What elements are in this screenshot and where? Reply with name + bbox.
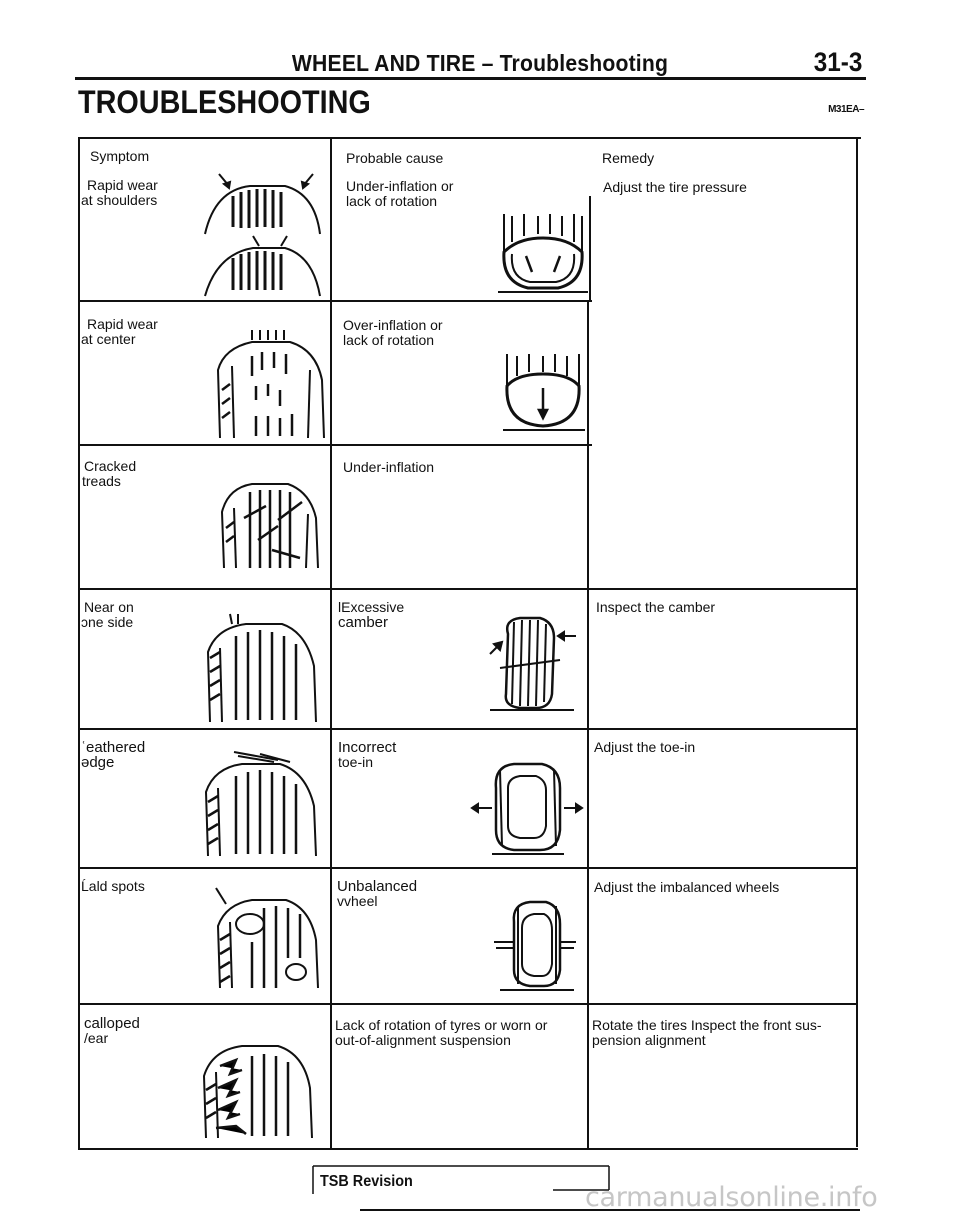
overinflated-tire-section-illustration	[503, 354, 585, 431]
cause-line: Over-inflation or	[343, 317, 443, 333]
row2-cause: Over-inflation or lack of rotation	[343, 318, 443, 348]
table-bottom-border	[78, 1148, 858, 1150]
symptom-line: ɔne side	[81, 614, 134, 630]
symptom-line: Rapid wear	[87, 316, 158, 332]
remedy-line: Adjust the imbalanced wheels	[594, 879, 780, 895]
remedy-line: Rotate the tires Inspect the front sus-	[592, 1017, 822, 1033]
cause-line: lack of rotation	[343, 332, 435, 348]
cause-line: Under-inflation	[343, 459, 435, 475]
table-right-border	[856, 137, 858, 1147]
cause-line: camber	[338, 614, 389, 631]
symptom-line: /ear	[84, 1030, 109, 1046]
symptom-line: ʿeathered	[81, 739, 146, 756]
column-divider-2	[587, 300, 589, 1148]
remedy-line: Adjust the toe-in	[594, 739, 696, 755]
cause-line: toe-in	[338, 754, 374, 770]
cracked-treads-illustration	[220, 483, 319, 569]
tsb-revision-label: TSB Revision	[320, 1173, 413, 1190]
row1-cause: Under-inflation or lack of rotation	[346, 179, 453, 209]
header-probable-cause: Probable cause	[346, 150, 444, 166]
footer-rule	[360, 1209, 860, 1211]
row-divider-2	[78, 444, 592, 446]
header-remedy: Remedy	[602, 150, 655, 166]
header-rule	[75, 77, 866, 80]
unbalanced-wheel-illustration	[494, 900, 576, 991]
cause-line: vvheel	[337, 893, 378, 909]
column-divider-1	[330, 137, 332, 1149]
page-number: 31-3	[813, 47, 863, 77]
cause-line: Lack of rotation of tyres or worn or	[335, 1017, 548, 1033]
symptom-line: ədge	[81, 754, 115, 771]
symptom-line: calloped	[84, 1015, 140, 1032]
remedy-line: Inspect the camber	[596, 599, 716, 615]
row3-symptom: Cracked treads	[82, 458, 137, 489]
row6-symptom: Ĺald spots	[81, 879, 145, 894]
bald-spots-illustration	[215, 887, 319, 989]
row3-cause: Under-inflation	[343, 460, 434, 475]
row2-symptom: Rapid wear at center	[81, 316, 158, 347]
remedy-line: pension alignment	[592, 1032, 706, 1048]
camber-wheel-illustration	[489, 616, 576, 711]
table-top-border	[78, 137, 861, 139]
header-title: WHEEL AND TIRE – Troubleshooting	[291, 50, 669, 76]
row6-remedy: Adjust the imbalanced wheels	[594, 880, 779, 895]
feathered-edge-illustration	[204, 751, 317, 857]
row1-symptom: Rapid wear at shoulders	[81, 177, 158, 208]
row5-cause: Incorrect toe-in	[338, 740, 396, 770]
one-side-wear-illustration	[206, 613, 317, 723]
row4-remedy: Inspect the camber	[596, 600, 715, 615]
symptom-line: at center	[81, 331, 136, 347]
footer-revision-box	[312, 1165, 610, 1194]
row4-cause: lExcessive camber	[338, 599, 405, 631]
symptom-line: at shoulders	[81, 192, 158, 208]
row1-remedy: Adjust the tire pressure	[603, 180, 747, 195]
scalloped-wear-illustration	[202, 1045, 313, 1139]
section-code: M31EA–	[828, 104, 864, 115]
symptom-line: treads	[82, 473, 121, 489]
tread-center-wear-illustration	[216, 330, 325, 439]
row7-cause: Lack of rotation of tyres or worn or out…	[335, 1018, 547, 1048]
cause-line: Unbalanced	[337, 878, 418, 895]
row5-symptom: ʿeathered ədge	[81, 740, 145, 770]
row-divider-4	[78, 728, 858, 730]
row-divider-6	[78, 1003, 858, 1005]
row-divider-3	[78, 588, 858, 590]
row4-symptom: Near on ɔne side	[81, 599, 134, 630]
table-left-border	[78, 137, 80, 1149]
cause-line: lExcessive	[338, 599, 405, 615]
remedy-line: Adjust the tire pressure	[603, 179, 747, 195]
section-title: TROUBLESHOOTING	[78, 84, 371, 120]
row7-remedy: Rotate the tires Inspect the front sus- …	[592, 1018, 822, 1048]
symptom-line: Rapid wear	[87, 177, 158, 193]
row-divider-1	[78, 300, 592, 302]
symptom-line: Cracked	[84, 458, 137, 474]
row7-symptom: calloped /ear	[84, 1016, 140, 1046]
cause-line: Incorrect	[338, 739, 397, 756]
cause-line: lack of rotation	[346, 193, 438, 209]
cause-line: out-of-alignment suspension	[335, 1032, 511, 1048]
cause-line: Under-inflation or	[346, 178, 454, 194]
underinflated-tire-section-illustration	[498, 214, 588, 293]
symptom-line: Ĺald spots	[81, 878, 145, 894]
symptom-line: Near on	[84, 599, 134, 615]
toe-in-wheel-illustration	[470, 762, 584, 855]
watermark: carmanualsonline.info	[585, 1182, 878, 1213]
column-divider-2-upper	[589, 196, 591, 300]
header-symptom: Symptom	[90, 148, 150, 164]
row5-remedy: Adjust the toe-in	[594, 740, 695, 755]
row6-cause: Unbalanced vvheel	[337, 879, 417, 909]
tread-shoulder-wear-illustration	[204, 173, 321, 297]
row-divider-5	[78, 867, 858, 869]
